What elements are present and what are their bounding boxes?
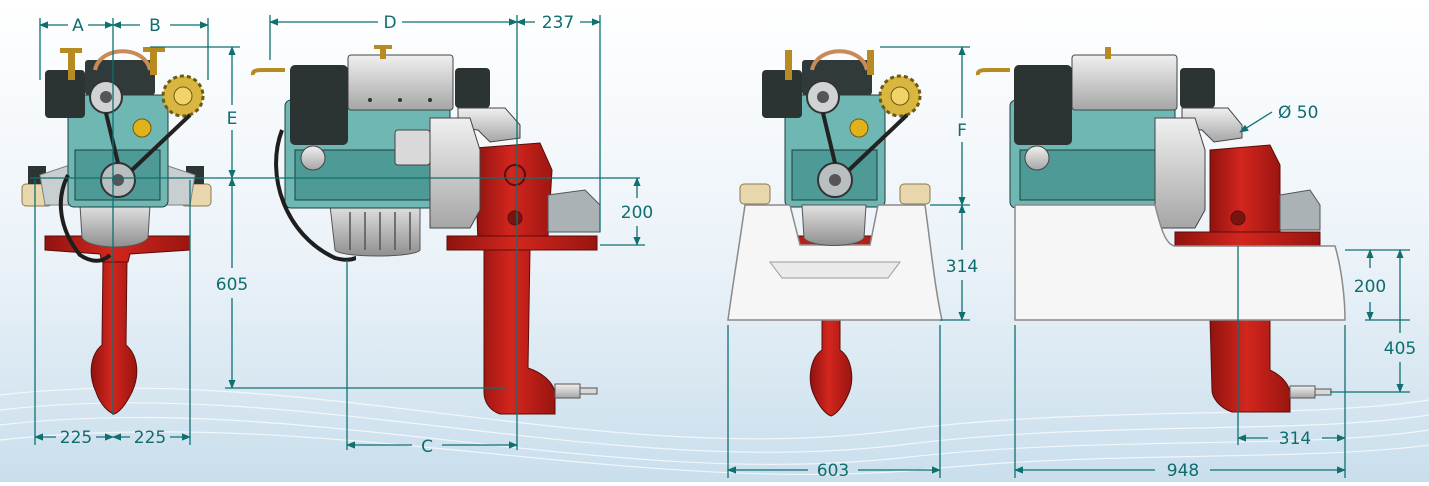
label-dim-c: C: [421, 437, 433, 457]
label-dim-b: B: [149, 16, 161, 36]
dimension-lines: [30, 15, 1410, 478]
side-view-with-housing: [975, 47, 1346, 413]
front-oil-pan: [79, 204, 151, 248]
housing-side-sail-drive: [1209, 317, 1291, 413]
front-view-engine: [21, 47, 212, 415]
label-dim-314-vertical: 314: [946, 257, 978, 277]
label-dim-948: 948: [1167, 461, 1199, 481]
dimension-labels: A B D 237 E 200 605 225 225 C F 314 Ø 50…: [60, 13, 1416, 481]
label-dim-225-right: 225: [134, 428, 166, 448]
side-housing: [1014, 204, 1346, 321]
side-oil-pan: [329, 204, 421, 257]
side-view-engine: [250, 45, 601, 415]
side-sail-drive-flange: [446, 235, 598, 251]
label-dim-405: 405: [1384, 339, 1416, 359]
label-dim-a: A: [72, 16, 84, 36]
label-dim-d: D: [383, 13, 396, 33]
side-flywheel-housing: [429, 117, 481, 229]
label-dim-e: E: [227, 109, 238, 129]
front-sail-drive-leg: [90, 257, 138, 415]
label-dim-605: 605: [216, 275, 248, 295]
label-dim-237: 237: [542, 13, 574, 33]
label-dim-200-left: 200: [621, 203, 653, 223]
label-dim-603: 603: [817, 461, 849, 481]
housing-front-sail-drive: [809, 319, 853, 417]
label-dim-diameter-50: Ø 50: [1278, 103, 1318, 123]
label-dim-f: F: [957, 121, 967, 141]
side-prop-shaft: [554, 383, 581, 399]
label-dim-225-left: 225: [60, 428, 92, 448]
front-view-with-housing: [727, 49, 943, 417]
label-dim-200-right: 200: [1354, 277, 1386, 297]
label-dim-314-horizontal: 314: [1279, 429, 1311, 449]
